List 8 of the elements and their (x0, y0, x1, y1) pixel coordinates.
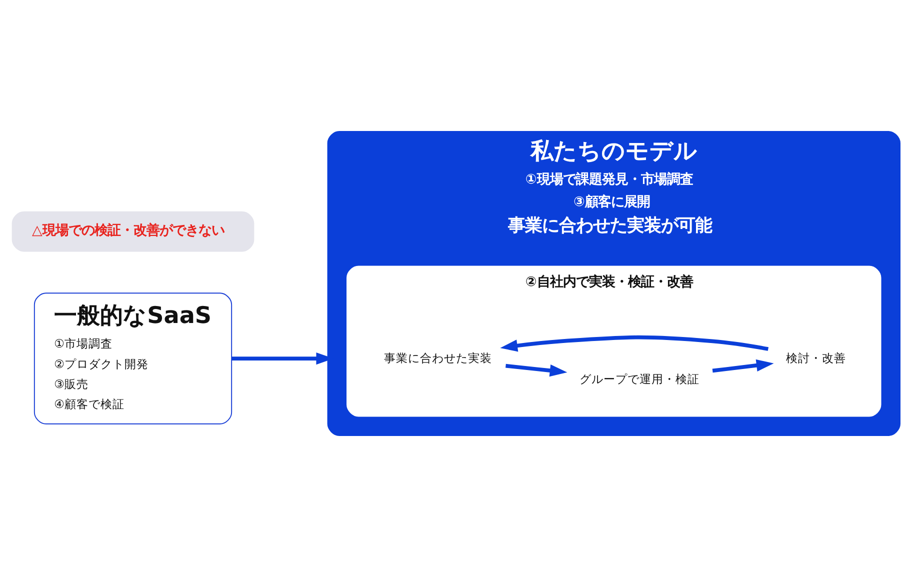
arrow (500, 334, 769, 352)
arrow (712, 358, 774, 372)
node-text: 検討・改善 (786, 350, 846, 364)
node-text: グループで運用・検証 (579, 372, 700, 386)
node-box: 一般的なSaaS ①市場調査 ②プロダクト開発 ③販売 ④顧客で検証 (34, 292, 232, 424)
arrow (506, 363, 568, 376)
node-text: 事業に合わせた実装 (384, 350, 492, 364)
node-box: △現場での検証・改善ができない (12, 210, 254, 252)
